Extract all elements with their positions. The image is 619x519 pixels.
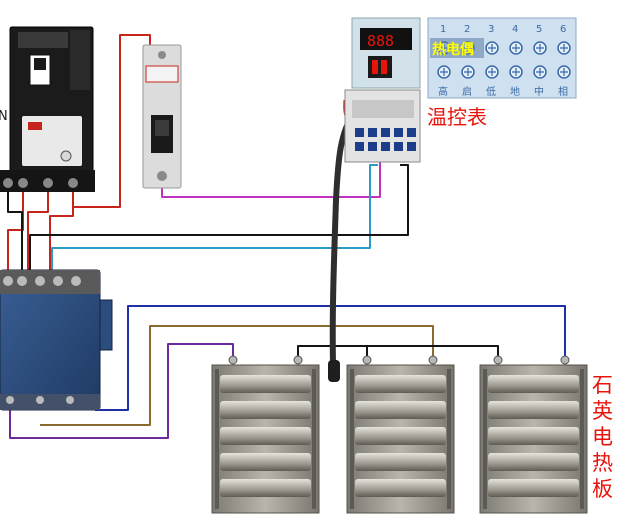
contactor: [0, 269, 113, 411]
quartz-heater-plate-icon: [479, 364, 588, 514]
wire-red-3: [49, 190, 74, 270]
terminal-label: 高: [438, 85, 448, 98]
wires: [7, 34, 566, 439]
heater-char-4: 热: [592, 451, 613, 475]
terminal-number: 4: [512, 24, 518, 35]
terminal-board: 1 2 3 4 5 6 高 启 低 地 中 相 热电偶: [427, 17, 577, 99]
terminal-labels: 高启低地中相: [438, 85, 568, 98]
heater-plate-2: [346, 355, 455, 514]
terminal-number: 3: [488, 24, 494, 35]
heater-plate-3: [479, 355, 588, 514]
terminal-label: 中: [534, 85, 544, 98]
wire-cyan: [51, 164, 378, 270]
controller-display: 888: [367, 32, 394, 50]
terminal-label: 低: [486, 85, 496, 98]
wire-red-2: [7, 190, 24, 270]
thermocouple-cable: [329, 108, 359, 366]
wire-brown: [40, 325, 434, 426]
terminal-numbers: 1 2 3 4 5 6: [440, 24, 566, 35]
terminal-label: 相: [558, 85, 568, 98]
temperature-controller: 888 温控表: [344, 17, 487, 163]
quartz-heater-plate-icon: [211, 364, 320, 514]
wire-magenta: [161, 150, 381, 198]
wire-blue: [95, 305, 566, 411]
terminal-number: 5: [536, 24, 542, 35]
label-quartz-heater: 石 英 电 热 板: [592, 373, 613, 501]
wire-black-2: [29, 164, 409, 270]
terminal-label: 地: [510, 85, 520, 98]
label-controller: 温控表: [427, 105, 487, 129]
label-thermocouple: 热电偶: [432, 41, 474, 58]
thermocouple-probe-icon: [328, 360, 340, 382]
quartz-heater-plate-icon: [346, 364, 455, 514]
wire-black-1: [7, 190, 23, 270]
wire-red-1: [27, 190, 49, 270]
wire-black-common: [297, 345, 499, 356]
terminal-number: 2: [464, 24, 470, 35]
heater-char-3: 电: [592, 425, 613, 449]
heater-char-5: 板: [592, 477, 613, 501]
single-pole-breaker: [142, 44, 182, 189]
terminal-number: 6: [560, 24, 566, 35]
heater-char-1: 石: [592, 373, 613, 397]
heater-plate-1: [211, 355, 320, 514]
label-n: N: [0, 109, 8, 124]
main-breaker: N: [0, 26, 95, 192]
terminal-screws: [437, 41, 571, 79]
wire-purple: [9, 343, 234, 439]
heater-char-2: 英: [592, 399, 613, 423]
terminal-label: 启: [462, 85, 472, 98]
thermocouple-probe: [328, 360, 340, 382]
terminal-number: 1: [440, 24, 446, 35]
